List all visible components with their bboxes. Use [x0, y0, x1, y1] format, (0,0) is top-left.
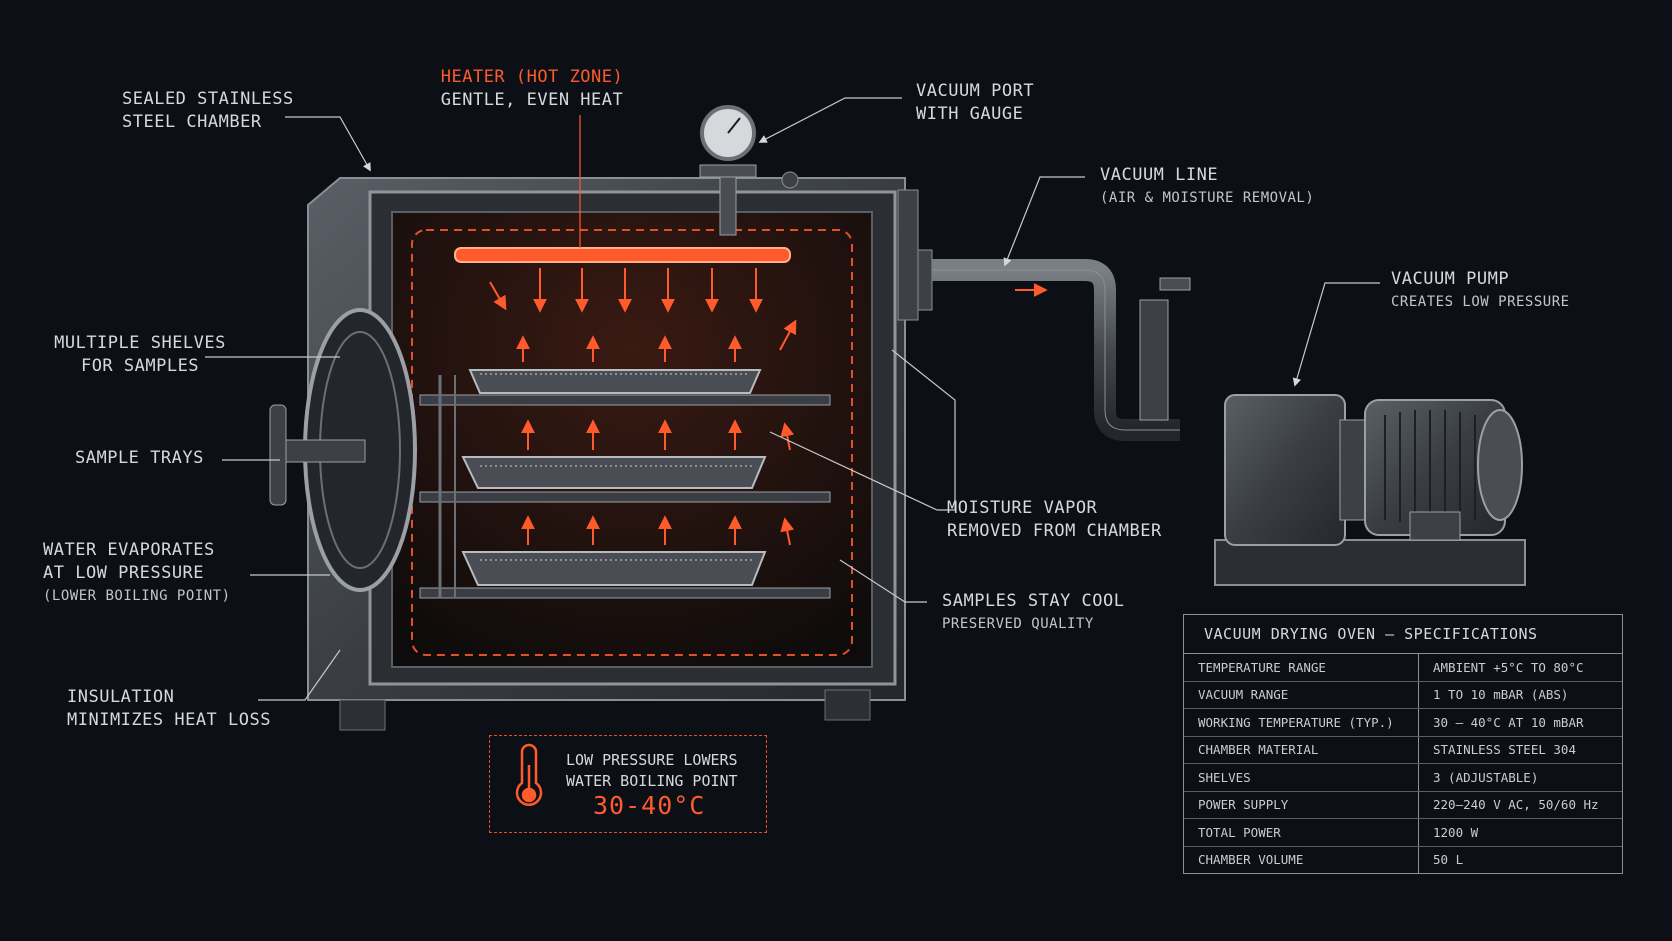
sample-trays — [461, 369, 767, 586]
label-heater: HEATER (HOT ZONE) GENTLE, EVEN HEAT — [440, 67, 624, 110]
thermometer-icon — [515, 743, 543, 806]
spec-value: 1 TO 10 mBAR (ABS) — [1418, 681, 1622, 709]
vacuum-gauge — [699, 105, 799, 236]
table-row: CHAMBER VOLUME 50 L — [1184, 846, 1622, 873]
spec-key: TOTAL POWER — [1184, 818, 1419, 847]
spec-key: SHELVES — [1184, 763, 1419, 792]
callout-text: LOW PRESSURE LOWERS WATER BOILING POINT — [566, 751, 738, 790]
spec-value: AMBIENT +5°C TO 80°C — [1418, 654, 1622, 682]
spec-key: WORKING TEMPERATURE (TYP.) — [1184, 708, 1419, 737]
spec-key: POWER SUPPLY — [1184, 791, 1419, 819]
heat-arrows — [489, 268, 797, 546]
label-sample-trays: SAMPLE TRAYS — [75, 448, 204, 468]
spec-value: 3 (ADJUSTABLE) — [1418, 763, 1622, 792]
spec-key: TEMPERATURE RANGE — [1184, 654, 1419, 682]
spec-table: VACUUM DRYING OVEN — SPECIFICATIONS TEMP… — [1183, 614, 1623, 874]
spec-table-title: VACUUM DRYING OVEN — SPECIFICATIONS — [1184, 615, 1622, 654]
label-vacuum-line: VACUUM LINE (AIR & MOISTURE REMOVAL) — [1100, 165, 1315, 206]
spec-value: 50 L — [1433, 852, 1464, 868]
boiling-point-callout: LOW PRESSURE LOWERS WATER BOILING POINT … — [489, 735, 767, 833]
spec-value: 30 – 40°C AT 10 mBAR — [1418, 708, 1622, 737]
heater-element — [454, 115, 791, 263]
spec-value: 220–240 V AC, 50/60 Hz — [1418, 791, 1622, 819]
spec-value: STAINLESS STEEL 304 — [1418, 736, 1622, 764]
spec-key: VACUUM RANGE — [1184, 681, 1419, 709]
table-row: WORKING TEMPERATURE (TYP.)30 – 40°C AT 1… — [1184, 708, 1622, 737]
callout-temperature: 30-40°C — [593, 791, 706, 820]
label-vacuum-pump: VACUUM PUMP CREATES LOW PRESSURE — [1391, 269, 1570, 310]
oven-door — [269, 308, 417, 592]
spec-key: CHAMBER MATERIAL — [1184, 736, 1419, 764]
spec-value: 1200 W — [1418, 818, 1622, 847]
leader-lines — [205, 97, 1380, 701]
spec-key: CHAMBER VOLUME — [1184, 846, 1419, 873]
label-samples-cool: SAMPLES STAY COOL PRESERVED QUALITY — [942, 591, 1125, 632]
vacuum-pump — [1214, 394, 1526, 586]
vacuum-line — [917, 249, 1191, 441]
shelves — [419, 375, 831, 599]
